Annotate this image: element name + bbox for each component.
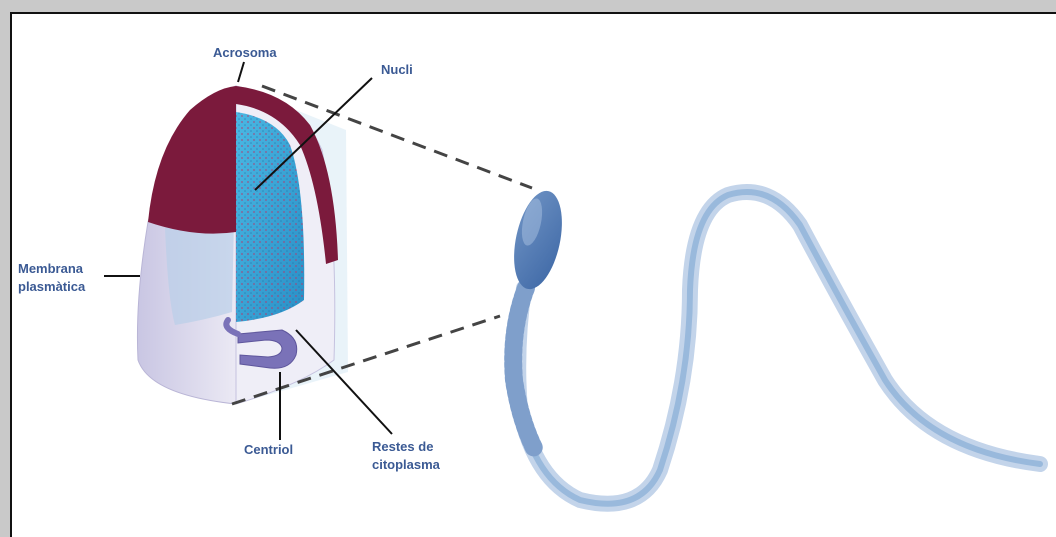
sperm-tail xyxy=(518,192,1040,504)
cytoplasm-label: Restes de citoplasma xyxy=(372,438,440,474)
nucleus-label: Nucli xyxy=(381,61,413,79)
acrosome-shape xyxy=(148,86,236,234)
leader-acrosome xyxy=(238,62,244,82)
acrosome-label: Acrosoma xyxy=(213,44,277,62)
membrane-label: Membrana plasmàtica xyxy=(18,260,85,296)
centriole-label: Centriol xyxy=(244,441,293,459)
nucleus-left-blur xyxy=(165,220,234,325)
